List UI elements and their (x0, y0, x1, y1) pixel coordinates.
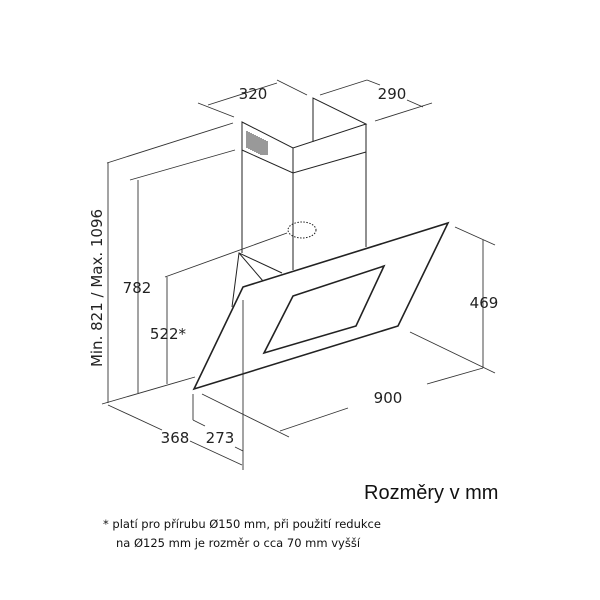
dim-273: 273 (206, 429, 235, 447)
footnote-line-1: * platí pro přírubu Ø150 mm, při použití… (103, 517, 381, 531)
chimney (241, 97, 368, 270)
dim-469: 469 (470, 294, 499, 312)
dim-total-height: Min. 821 / Max. 1096 (88, 209, 106, 367)
flange-outline (287, 221, 317, 239)
glass-panel (192, 221, 450, 391)
dimension-labels: 320 290 Min. 821 / Max. 1096 782 522* 46… (88, 85, 498, 447)
units-title: Rozměry v mm (364, 482, 499, 504)
footnote-line-2: na Ø125 mm je rozměr o cca 70 mm vyšší (116, 536, 361, 550)
dimension-lines (101, 79, 496, 470)
hood-body (192, 221, 450, 391)
dim-320: 320 (239, 85, 268, 103)
dim-368: 368 (161, 429, 190, 447)
glass-window (262, 264, 386, 355)
dim-290: 290 (378, 85, 407, 103)
dim-522: 522* (150, 325, 187, 343)
vent-grille-icon (246, 131, 268, 155)
dim-900: 900 (374, 389, 403, 407)
dim-782: 782 (123, 279, 152, 297)
